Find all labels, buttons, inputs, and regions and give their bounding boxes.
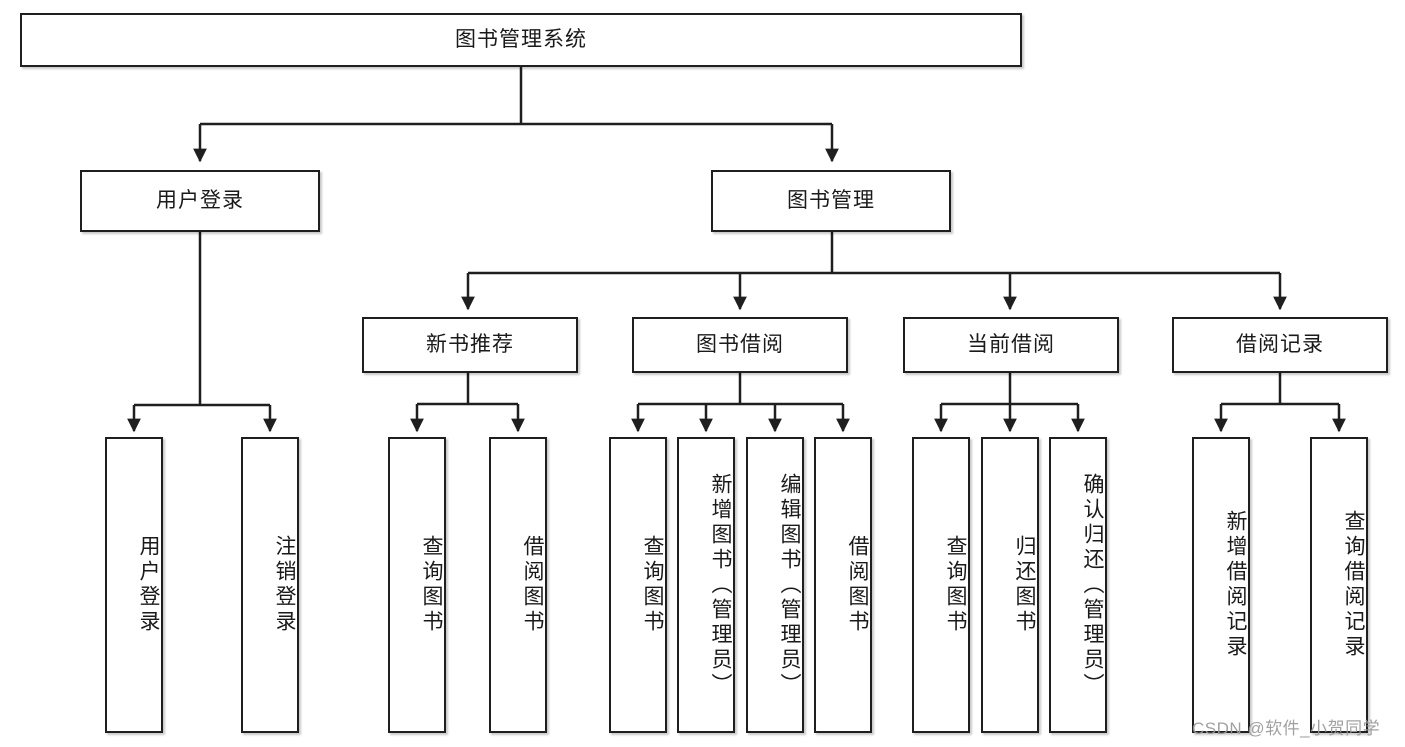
node-leaf-query-borrow-record-label: 查询借阅记录 [1342,510,1365,660]
node-leaf-add-borrow-record-label: 新增借阅记录 [1224,510,1247,660]
node-leaf-query-book-3[interactable]: 查询图书 [912,437,970,733]
node-new-book-recommend-label: 新书推荐 [426,333,514,357]
node-leaf-add-borrow-record[interactable]: 新增借阅记录 [1192,437,1250,733]
node-leaf-user-login-label: 用户登录 [137,535,160,635]
node-borrow-record[interactable]: 借阅记录 [1172,317,1388,373]
node-book-borrow-label: 图书借阅 [696,333,784,357]
node-book-management-label: 图书管理 [787,189,875,213]
node-root[interactable]: 图书管理系统 [20,13,1022,67]
node-borrow-record-label: 借阅记录 [1236,333,1324,357]
node-leaf-borrow-book-1[interactable]: 借阅图书 [489,437,547,733]
node-leaf-query-book-1[interactable]: 查询图书 [388,437,446,733]
node-leaf-confirm-return-admin-label: 确认归还（管理员） [1081,472,1104,698]
node-leaf-borrow-book-1-label: 借阅图书 [521,535,544,635]
node-leaf-return-book[interactable]: 归还图书 [981,437,1039,733]
watermark: CSDN @软件_小贺同学 [1192,719,1381,738]
node-book-management[interactable]: 图书管理 [711,170,951,232]
node-new-book-recommend[interactable]: 新书推荐 [362,317,578,373]
node-leaf-edit-book-admin[interactable]: 编辑图书（管理员） [746,437,804,733]
node-leaf-borrow-book-2-label: 借阅图书 [846,535,869,635]
node-leaf-add-book-admin[interactable]: 新增图书（管理员） [677,437,735,733]
node-leaf-borrow-book-2[interactable]: 借阅图书 [814,437,872,733]
node-user-login[interactable]: 用户登录 [80,170,320,232]
node-leaf-edit-book-admin-label: 编辑图书（管理员） [778,472,801,698]
node-leaf-query-borrow-record[interactable]: 查询借阅记录 [1310,437,1368,733]
node-current-borrow[interactable]: 当前借阅 [903,317,1119,373]
node-leaf-logout-login-label: 注销登录 [273,535,296,635]
node-leaf-query-book-1-label: 查询图书 [420,535,443,635]
node-leaf-logout-login[interactable]: 注销登录 [241,437,299,733]
node-book-borrow[interactable]: 图书借阅 [632,317,848,373]
node-leaf-query-book-2[interactable]: 查询图书 [609,437,667,733]
node-current-borrow-label: 当前借阅 [967,333,1055,357]
node-leaf-confirm-return-admin[interactable]: 确认归还（管理员） [1049,437,1107,733]
node-leaf-add-book-admin-label: 新增图书（管理员） [709,472,732,698]
node-leaf-return-book-label: 归还图书 [1013,535,1036,635]
node-leaf-query-book-2-label: 查询图书 [641,535,664,635]
node-user-login-label: 用户登录 [156,189,244,213]
node-leaf-query-book-3-label: 查询图书 [944,535,967,635]
node-root-label: 图书管理系统 [455,28,587,52]
node-leaf-user-login[interactable]: 用户登录 [105,437,163,733]
